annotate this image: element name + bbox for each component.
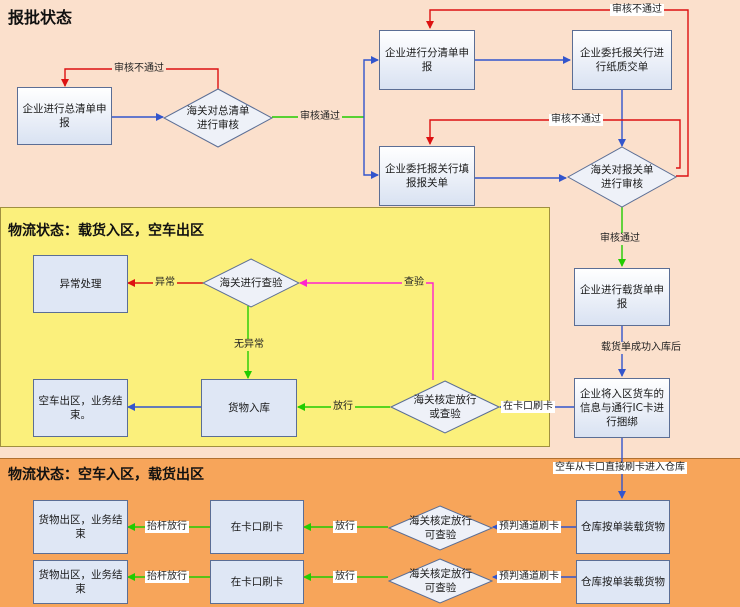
decision-label: 海关对总清单进行审核 <box>186 105 250 131</box>
edge-label-lane-swipe: 预判通道刷卡 <box>497 521 561 533</box>
edge-d6-fail-top <box>426 9 689 177</box>
logistics-in-zone-title: 物流状态：载货入区，空车出区 <box>8 223 204 239</box>
edge-split-n5 <box>363 117 379 179</box>
decision-label: 海关核定放行可查验 <box>409 515 472 541</box>
node-load-goods-row2: 仓库按单装载货物 <box>576 560 670 604</box>
decision-customs-inspection: 海关进行查验 <box>202 258 300 308</box>
node-paper-submission: 企业委托报关行进行纸质交单 <box>572 30 672 90</box>
edge-label-pass: 审核通过 <box>298 111 342 123</box>
edge-label-anomaly: 异常 <box>153 277 177 289</box>
node-goods-warehoused: 货物入库 <box>201 379 297 437</box>
node-cargo-manifest-declaration: 企业进行载货单申报 <box>574 268 670 326</box>
decision-label: 海关对报关单进行审核 <box>590 164 654 190</box>
node-exception-handling: 异常处理 <box>33 255 128 313</box>
node-load-goods-row1: 仓库按单装载货物 <box>576 500 670 554</box>
edge-label-release: 放行 <box>331 401 355 413</box>
edge-d9-inspect <box>299 279 434 380</box>
edge-label-text: 载货单成功入库后 <box>601 342 681 353</box>
node-gate-swipe-row2: 在卡口刷卡 <box>210 560 304 604</box>
decision-label: 海关进行查验 <box>219 277 283 289</box>
logistics-out-zone-title: 物流状态：空车入区，载货出区 <box>8 467 204 483</box>
decision-release-or-inspect: 海关核定放行或查验 <box>390 380 500 434</box>
edge-label-fail: 审核不通过 <box>112 63 166 75</box>
approval-zone-title: 报批状态 <box>8 8 73 27</box>
edge-label-manifest-stored: 载货单成功入库后 <box>596 342 686 354</box>
edge-label-gate-swipe: 在卡口刷卡 <box>501 401 555 413</box>
node-bind-ic-card: 企业将入区货车的信息与通行IC卡进行捆绑 <box>574 378 670 438</box>
edge-d6-fail-mid <box>426 119 681 169</box>
edge-label-barrier-release: 抬杆放行 <box>145 521 189 533</box>
node-goods-exit-row1: 货物出区，业务结束 <box>33 500 128 554</box>
edge-label-release: 放行 <box>333 571 357 583</box>
decision-customs-total-manifest-review: 海关对总清单进行审核 <box>163 88 273 148</box>
node-total-manifest-declaration: 企业进行总清单申报 <box>17 87 112 145</box>
edge-label-release: 放行 <box>333 521 357 533</box>
node-empty-truck-exit: 空车出区，业务结束。 <box>33 379 128 437</box>
edge-label-inspect: 查验 <box>402 277 426 289</box>
node-goods-exit-row2: 货物出区，业务结束 <box>33 560 128 604</box>
decision-release-row1: 海关核定放行可查验 <box>388 505 493 551</box>
node-sub-manifest-declaration: 企业进行分清单申报 <box>379 30 475 90</box>
decision-label: 海关核定放行或查验 <box>413 394 477 420</box>
edge-label-fail: 审核不通过 <box>610 4 664 16</box>
edge-split-n3 <box>363 56 379 117</box>
decision-label: 海关核定放行可查验 <box>409 568 472 594</box>
edge-label-empty-truck-entry: 空车从卡口直接刷卡进入仓库 <box>553 462 687 474</box>
edge-label-pass: 审核通过 <box>598 233 642 245</box>
edge-label-lane-swipe: 预判通道刷卡 <box>497 571 561 583</box>
edge-label-fail: 审核不通过 <box>549 114 603 126</box>
decision-customs-declaration-review: 海关对报关单进行审核 <box>567 146 677 208</box>
node-gate-swipe-row1: 在卡口刷卡 <box>210 500 304 554</box>
edge-label-barrier-release: 抬杆放行 <box>145 571 189 583</box>
decision-release-row2: 海关核定放行可查验 <box>388 558 493 604</box>
node-customs-declaration-filing: 企业委托报关行填报报关单 <box>379 146 475 206</box>
edge-label-no-anomaly: 无异常 <box>232 339 266 351</box>
